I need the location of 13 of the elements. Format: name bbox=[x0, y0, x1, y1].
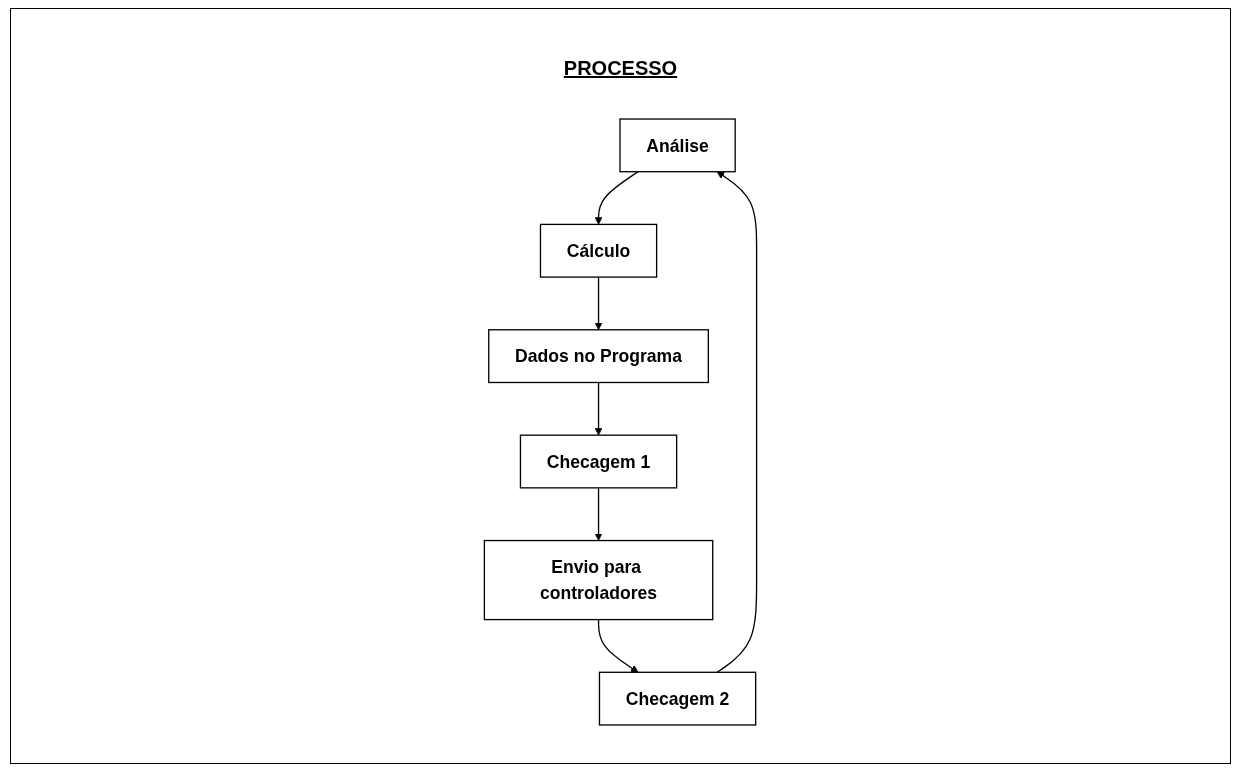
node-box: Cálculo bbox=[539, 223, 658, 278]
node-box: Dados no Programa bbox=[488, 328, 709, 383]
arrow bbox=[716, 170, 758, 673]
arrow bbox=[594, 170, 639, 225]
arrow bbox=[594, 275, 603, 330]
arrow bbox=[594, 381, 603, 435]
node-box: Checagem 2 bbox=[598, 671, 757, 726]
node-box: Análise bbox=[619, 117, 736, 172]
node-box: Checagem 1 bbox=[519, 434, 678, 489]
arrow bbox=[597, 618, 639, 673]
arrow bbox=[594, 486, 603, 541]
diagram-title: PROCESSO bbox=[563, 57, 678, 80]
node-box: Envio para controladores bbox=[483, 539, 714, 620]
